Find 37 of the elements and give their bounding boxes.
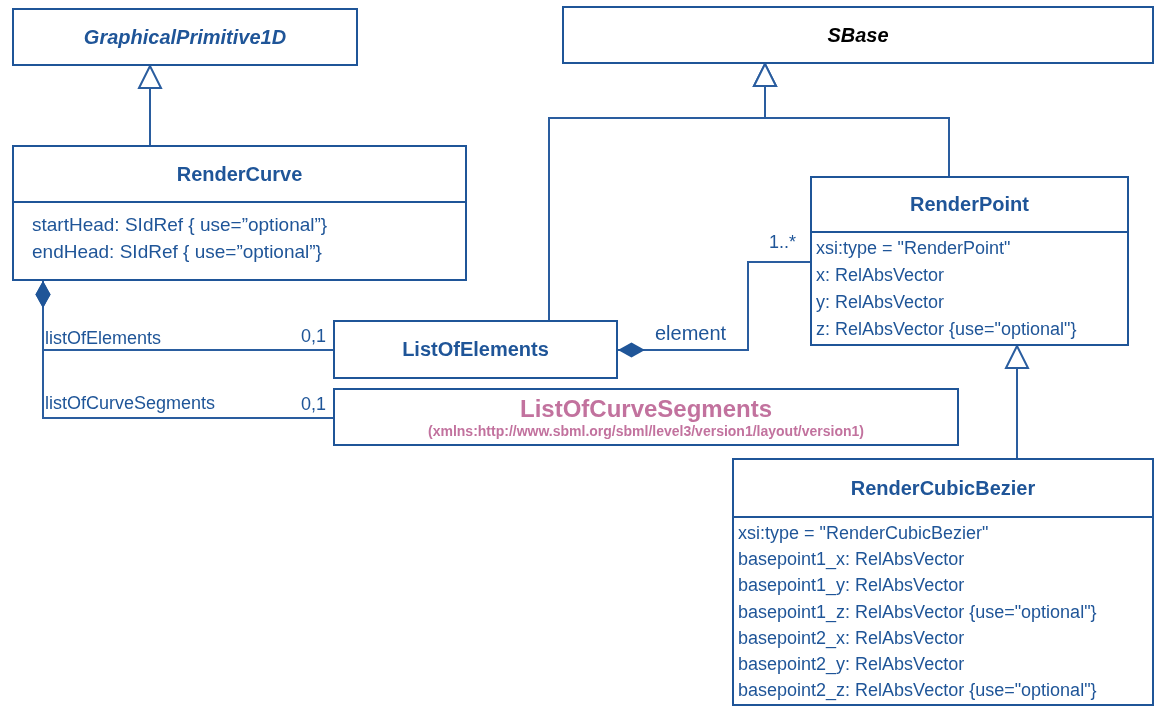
inheritance-arrow — [753, 63, 950, 177]
inheritance-arrow — [138, 65, 162, 146]
composition-connector — [617, 261, 811, 358]
composition-connector — [35, 280, 334, 419]
attribute-text: basepoint1_z: RelAbsVector {use="optional"} — [738, 600, 1098, 625]
attribute-text: endHead: SIdRef { use=”optional”} — [32, 240, 323, 264]
class-name: ListOfElements — [402, 338, 549, 361]
class-name: RenderCurve — [176, 162, 303, 186]
class-name: SBase — [827, 23, 889, 47]
attribute-text: basepoint2_x: RelAbsVector — [738, 626, 966, 651]
attribute-text: basepoint2_z: RelAbsVector {use="optional"} — [738, 679, 1098, 703]
class-box — [12, 8, 358, 66]
attribute-text: y: RelAbsVector — [816, 291, 946, 314]
class-box — [732, 458, 1154, 706]
attribute-text: basepoint2_y: RelAbsVector — [738, 653, 966, 677]
class-box — [333, 320, 618, 379]
class-name: GraphicalPrimitive1D — [83, 25, 287, 49]
edge-label: listOfCurveSegments — [44, 393, 217, 413]
attribute-text: z: RelAbsVector {use="optional"} — [816, 318, 1078, 341]
attribute-text: basepoint1_x: RelAbsVector — [738, 548, 966, 572]
attribute-text: basepoint1_y: RelAbsVector — [738, 574, 966, 598]
class-box — [810, 176, 1129, 346]
attribute-text: xsi:type = "RenderPoint" — [816, 237, 1012, 260]
package-box — [333, 388, 959, 446]
multiplicity-label: 0,1 — [300, 326, 328, 346]
namespace-text: (xmlns:http://www.sbml.org/sbml/level3/version1/layout/version1) — [428, 423, 864, 439]
attribute-text: startHead: SIdRef { use=”optional”} — [32, 213, 329, 237]
class-name: RenderCubicBezier — [850, 476, 1036, 500]
class-box — [12, 145, 467, 281]
class-box — [562, 6, 1154, 64]
class-name: RenderPoint — [910, 193, 1029, 216]
attribute-text: xsi:type = "RenderCubicBezier" — [738, 522, 990, 545]
class-name: ListOfCurveSegments — [519, 395, 773, 423]
attribute-text: x: RelAbsVector — [816, 264, 946, 287]
edge-label: element — [654, 323, 728, 343]
inheritance-arrow — [1005, 345, 1029, 459]
multiplicity-label: 0,1 — [300, 394, 328, 414]
